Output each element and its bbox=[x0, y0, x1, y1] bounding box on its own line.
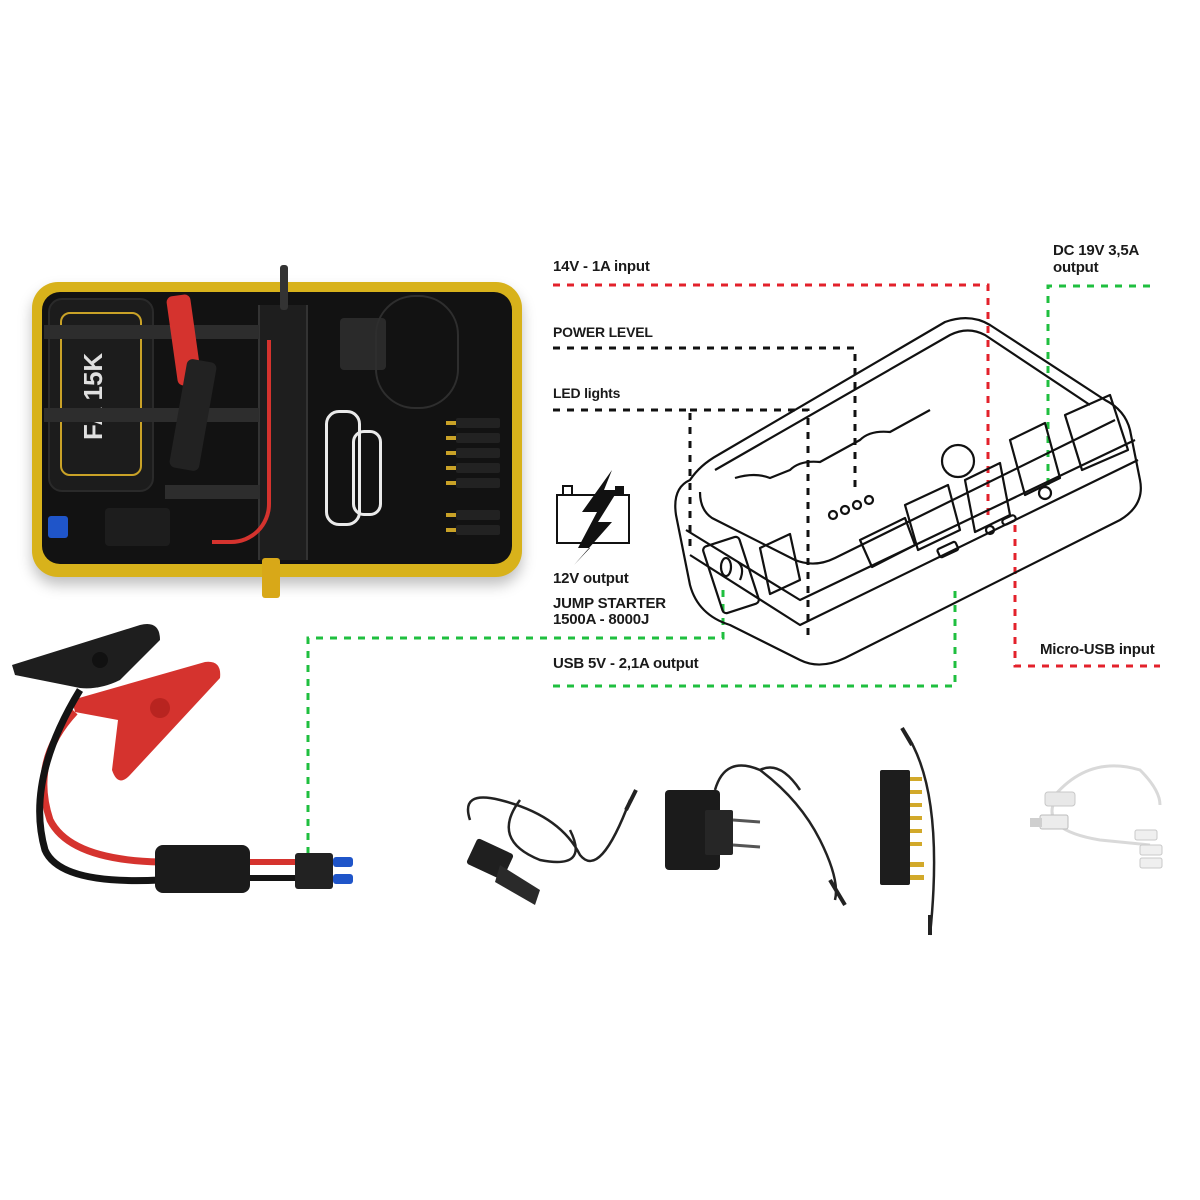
car-charger-cable bbox=[466, 789, 638, 905]
label-12v-output: 12V output bbox=[553, 570, 629, 587]
case-tip bbox=[446, 448, 500, 458]
wall-charger bbox=[665, 764, 847, 907]
clamp-red-jaw bbox=[72, 661, 221, 781]
black-lead bbox=[36, 688, 161, 885]
elastic-strap bbox=[165, 485, 260, 499]
case-tip bbox=[446, 525, 500, 535]
clamp-red-pivot bbox=[150, 698, 170, 718]
line-led-lights bbox=[553, 408, 692, 550]
line-usb-output bbox=[553, 590, 957, 688]
clamp-black-pivot bbox=[92, 652, 108, 668]
label-jump-starter: JUMP STARTER bbox=[553, 595, 666, 612]
red-cable bbox=[212, 340, 271, 544]
case-smart-clamp-box bbox=[105, 508, 170, 546]
case-usb-cable bbox=[352, 430, 382, 516]
clamp-black-jaw bbox=[12, 624, 160, 689]
smart-clamp-module bbox=[155, 845, 250, 893]
label-usb-output: USB 5V - 2,1A output bbox=[553, 655, 699, 672]
label-micro-usb-input: Micro-USB input bbox=[1040, 641, 1155, 658]
elastic-strap bbox=[44, 325, 259, 339]
case-tip bbox=[446, 478, 500, 488]
case-tip bbox=[446, 433, 500, 443]
case-cable-coil bbox=[375, 295, 459, 409]
case-usb-cable bbox=[325, 410, 361, 526]
label-jump-starter-rating: 1500A - 8000J bbox=[553, 611, 650, 628]
case-tip bbox=[446, 510, 500, 520]
usb-multi-cable bbox=[1030, 764, 1163, 869]
zipper-top bbox=[280, 265, 288, 310]
label-dc-output-line2: output bbox=[1053, 259, 1099, 276]
case-ec5-connector bbox=[48, 516, 68, 538]
case-tip bbox=[446, 463, 500, 473]
label-dc-output-line1: DC 19V 3,5A bbox=[1053, 242, 1140, 259]
laptop-tips-set bbox=[880, 726, 936, 936]
battery-lightning-icon bbox=[556, 470, 630, 565]
booster-trim bbox=[60, 312, 142, 476]
label-led-lights: LED lights bbox=[553, 385, 621, 401]
line-14v-input bbox=[553, 283, 990, 520]
case-tip bbox=[446, 418, 500, 428]
device-line-drawing bbox=[674, 317, 1142, 666]
label-power-level: POWER LEVEL bbox=[553, 324, 653, 340]
ec5-pin bbox=[333, 857, 353, 867]
label-14v-input: 14V - 1A input bbox=[553, 258, 650, 275]
ec5-pin bbox=[333, 874, 353, 884]
ec5-connector-housing bbox=[295, 853, 333, 889]
zipper-pull bbox=[262, 558, 280, 598]
line-dc-output bbox=[1046, 284, 1150, 485]
line-12v-output bbox=[306, 590, 725, 858]
